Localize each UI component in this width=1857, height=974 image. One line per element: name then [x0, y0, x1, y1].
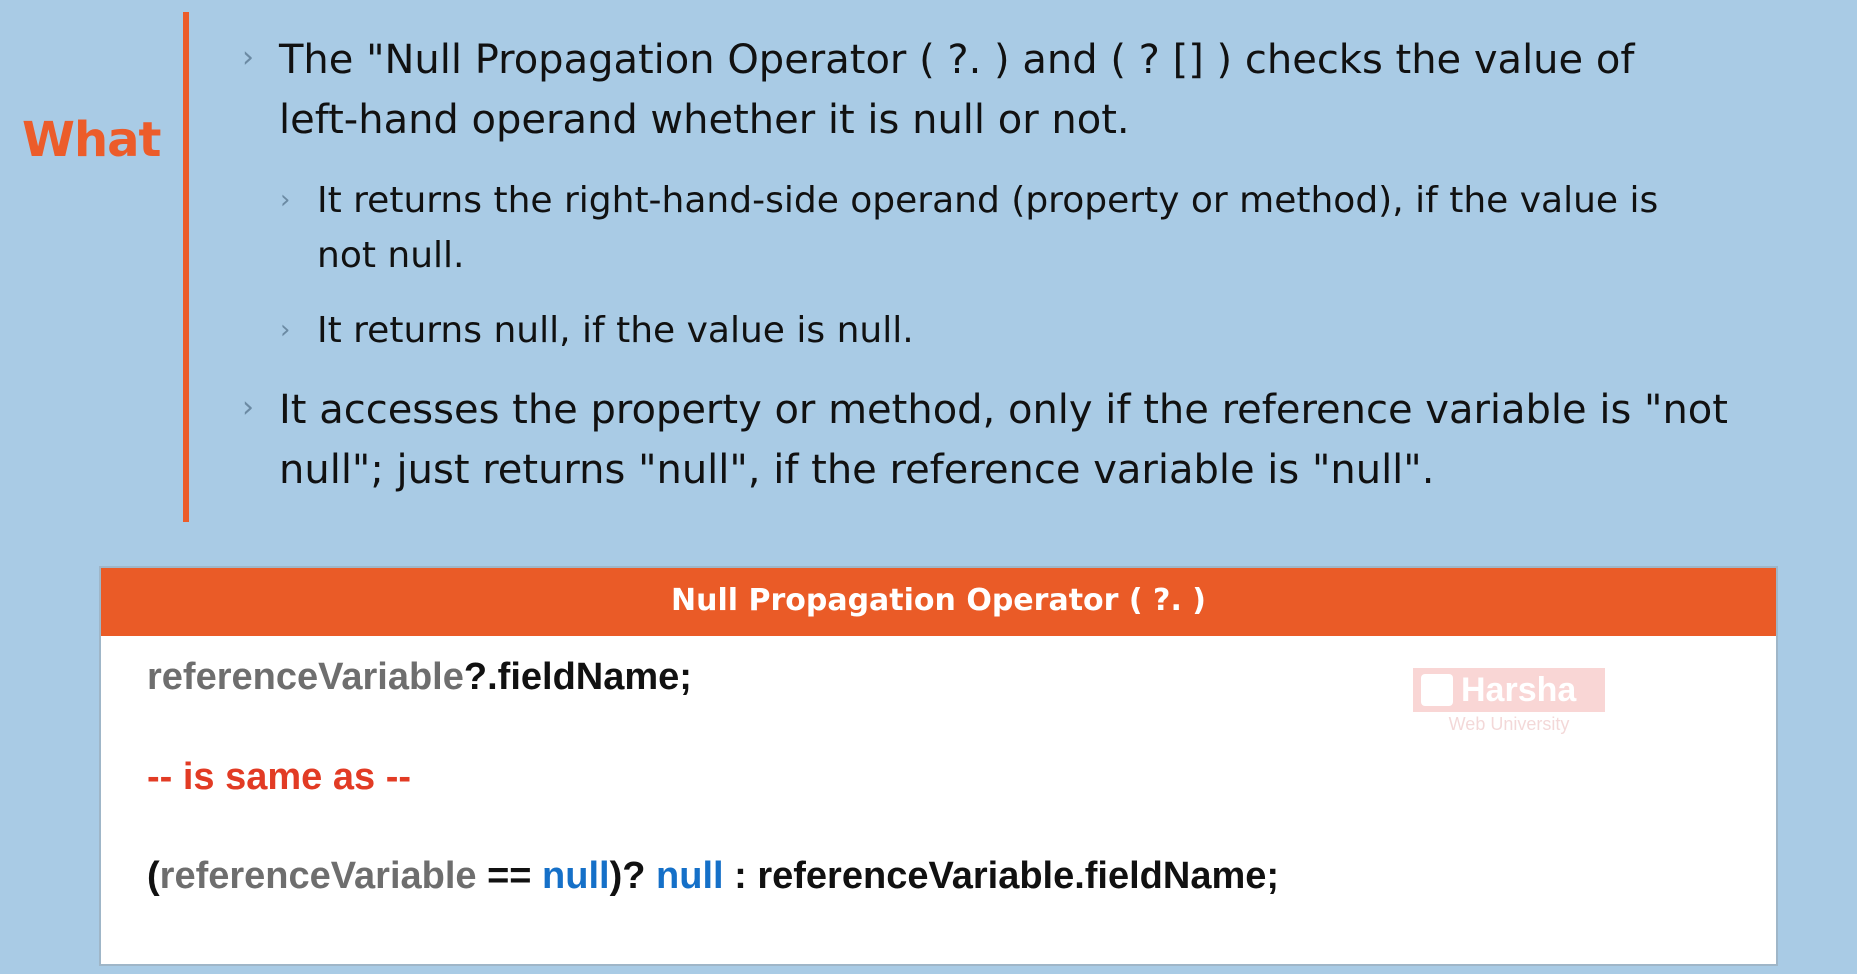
bullet-1-line-2: left-hand operand whether it is null or … [279, 97, 1130, 143]
code-separator: -- is same as -- [147, 756, 411, 798]
watermark-logo-icon [1421, 674, 1453, 706]
sub-bullet-1-line-1: It returns the right-hand-side operand (… [317, 180, 1659, 221]
bullet-2-line-2: null"; just returns "null", if the refer… [279, 447, 1435, 493]
code-ternary-question: )? [609, 855, 657, 897]
code-null-keyword: null [542, 855, 610, 897]
code-open-paren: ( [147, 855, 160, 897]
bullet-chevron-icon: › [242, 390, 254, 425]
sub-bullet-chevron-icon: › [280, 185, 291, 215]
section-label: What [22, 112, 161, 168]
code-reference-variable: referenceVariable [159, 855, 477, 897]
bullet-chevron-icon: › [242, 40, 254, 75]
watermark-title: Harsha [1461, 671, 1577, 709]
watermark-logo: Harsha Web University [1413, 668, 1605, 735]
sub-bullet-2-line-1: It returns null, if the value is null. [317, 310, 914, 351]
code-reference-variable: referenceVariable [147, 656, 464, 698]
bullet-2-line-1: It accesses the property or method, only… [279, 387, 1728, 433]
code-equals-operator: == [476, 855, 543, 897]
code-field-access: ?.fieldName; [463, 656, 692, 698]
watermark-subtitle: Web University [1448, 714, 1570, 734]
bullet-1: The "Null Propagation Operator ( ?. ) an… [279, 30, 1634, 150]
code-field-access: : referenceVariable.fieldName; [723, 855, 1280, 897]
code-line-ternary: (referenceVariable == null)? null : refe… [147, 855, 1279, 898]
code-null-keyword: null [656, 855, 724, 897]
bullet-1-line-1: The "Null Propagation Operator ( ?. ) an… [279, 37, 1635, 83]
code-example-box: Null Propagation Operator ( ?. ) referen… [99, 566, 1778, 966]
sub-bullet-1-line-2: not null. [317, 235, 465, 276]
bullet-2: It accesses the property or method, only… [279, 380, 1728, 500]
code-line-null-propagation: referenceVariable?.fieldName; [147, 656, 692, 699]
sub-bullet-1: It returns the right-hand-side operand (… [317, 173, 1658, 283]
sub-bullet-2: It returns null, if the value is null. [317, 303, 914, 358]
code-box-header: Null Propagation Operator ( ?. ) [101, 568, 1776, 636]
sub-bullet-chevron-icon: › [280, 315, 291, 345]
accent-divider [183, 12, 189, 522]
